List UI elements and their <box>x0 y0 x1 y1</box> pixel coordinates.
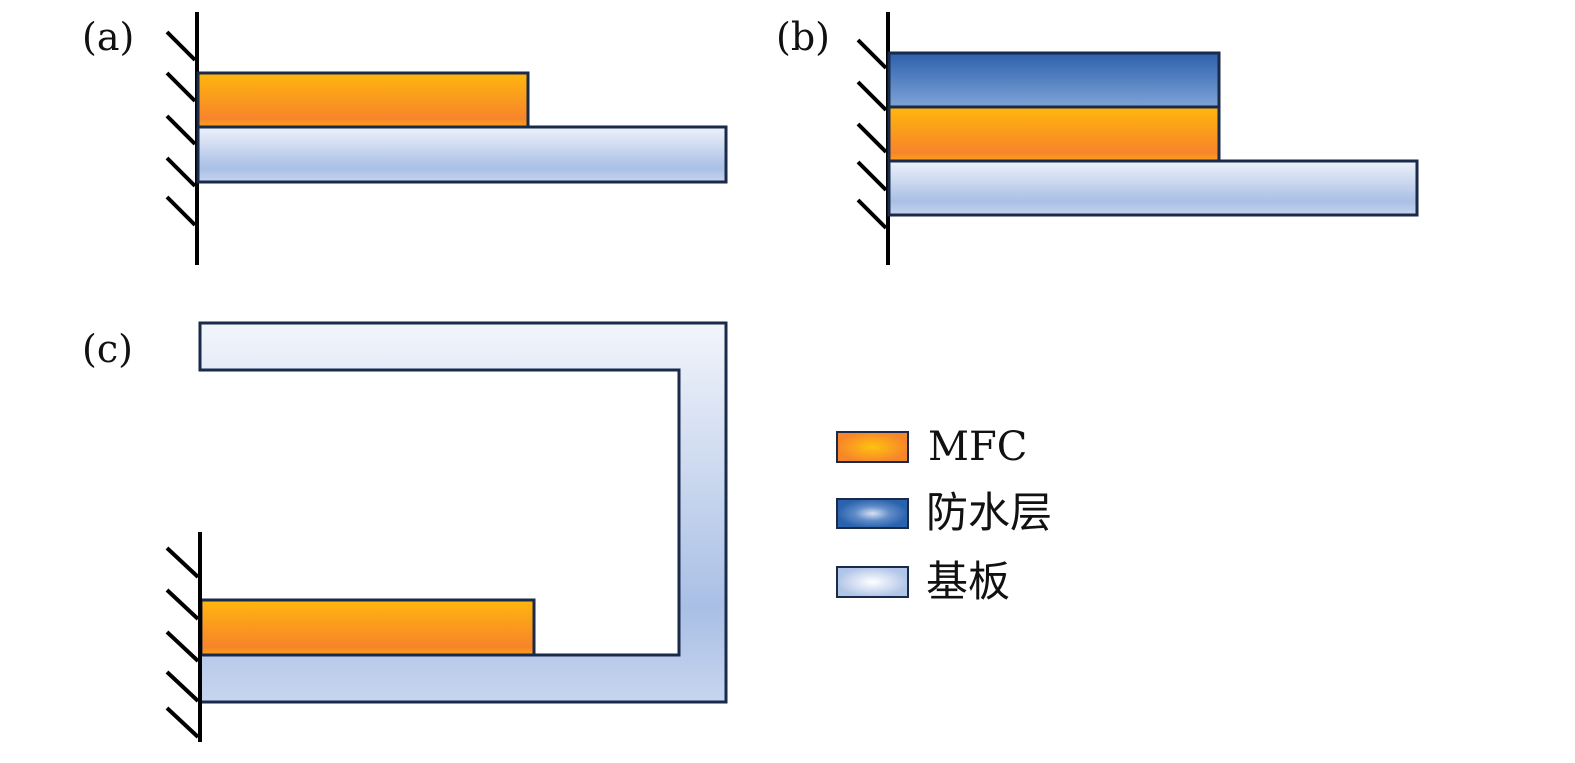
panel-b-label: (b) <box>776 15 830 59</box>
legend-swatch-mfc <box>836 431 909 463</box>
mfc-layer-a <box>196 71 530 129</box>
panel-a-label: (a) <box>82 15 134 59</box>
substrate-a <box>196 125 728 184</box>
fixed-wall-a <box>165 12 199 265</box>
legend-item-substrate: 基板 <box>836 557 1010 606</box>
legend-label-mfc: MFC <box>928 424 1027 470</box>
mfc-layer-b <box>887 105 1221 163</box>
legend-swatch-substrate <box>836 566 909 598</box>
panel-b: (b) <box>776 12 1419 265</box>
legend-item-mfc: MFC <box>836 424 1027 470</box>
fixed-wall-b <box>856 12 890 265</box>
waterproof-layer-b <box>887 51 1221 109</box>
panel-a: (a) <box>82 12 728 265</box>
mfc-layer-c <box>199 598 536 657</box>
legend-swatch-waterproof <box>836 498 909 529</box>
legend-label-substrate: 基板 <box>926 557 1010 606</box>
legend-label-waterproof: 防水层 <box>926 488 1052 537</box>
panel-c-label: (c) <box>82 327 133 371</box>
legend: MFC 防水层 基板 <box>836 424 1052 606</box>
substrate-b <box>887 159 1419 217</box>
legend-item-waterproof: 防水层 <box>836 488 1052 537</box>
panel-c: (c) <box>82 321 728 742</box>
fixed-wall-c <box>165 532 202 742</box>
